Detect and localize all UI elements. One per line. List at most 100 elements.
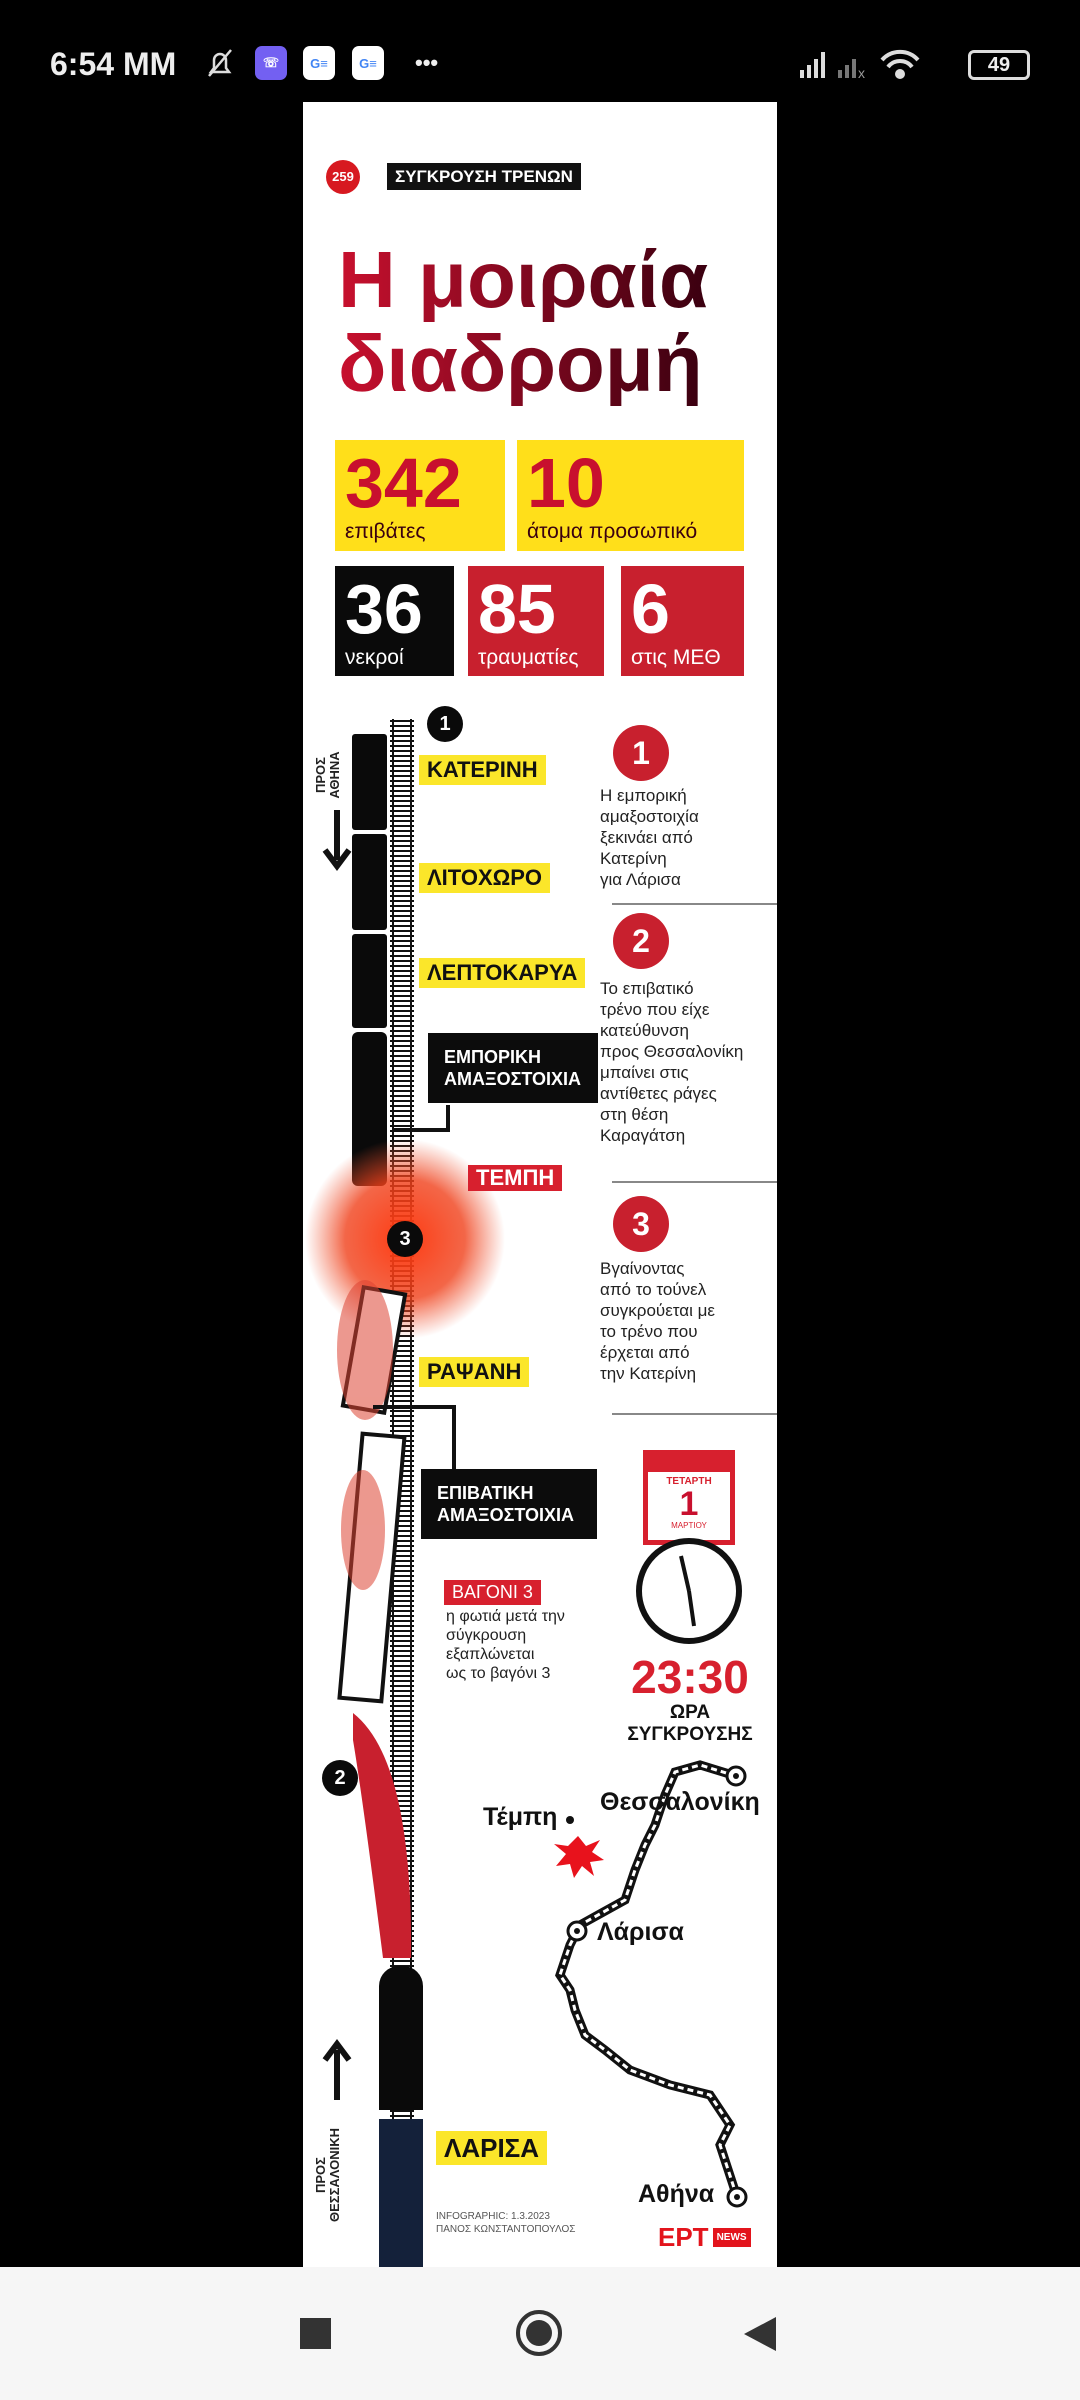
marker-2: 2 (322, 1760, 358, 1796)
stat-label: στις ΜΕΘ (631, 646, 721, 669)
calendar-day: 1 (679, 1485, 699, 1523)
text-line: για Λάρισα (600, 870, 681, 889)
mute-bell-icon (208, 49, 232, 77)
navigation-bar (0, 2267, 1080, 2400)
more-dots-icon: ••• (415, 50, 439, 75)
ert-news-logo: ΕΡΤ NEWS (658, 2222, 751, 2253)
text-line: προς Θεσσαλονίκη (600, 1042, 744, 1061)
text-line: αμαξοστοιχία (600, 807, 699, 826)
station-icon (725, 1765, 747, 1787)
text-line: Το επιβατικό (600, 979, 694, 998)
station-litochoro: ΛΙΤΟΧΩΡΟ (419, 863, 551, 893)
stat-value: 6 (631, 570, 670, 648)
battery-level: 49 (987, 54, 1011, 76)
station-tempi: ΤΕΜΠΗ (468, 1165, 563, 1191)
calendar-weekday: ΤΕΤΑΡΤΗ (666, 1476, 712, 1487)
railway-route (555, 1760, 742, 2199)
arriving-train (379, 1966, 423, 2267)
calendar-month: ΜΑΡΤΙΟΥ (671, 1521, 707, 1530)
station-katerini: ΚΑΤΕΡΙΝΗ (419, 755, 546, 785)
text-line: το τρένο που (600, 1322, 698, 1341)
text-line: ως το βαγόνι 3 (446, 1665, 551, 1682)
home-button[interactable] (516, 2310, 562, 2356)
text-line: έρχεται από (600, 1343, 690, 1362)
freight-connector (393, 1105, 450, 1132)
google-news-icon: G≡ (352, 46, 384, 80)
stat-label: τραυματίες (478, 646, 579, 669)
logo-sub: NEWS (712, 2228, 751, 2247)
status-bar: 6:54 MM ☏ G≡ G≡ ••• x 49 (0, 0, 1080, 100)
svg-text:x: x (858, 65, 865, 80)
headline-line-1: Η μοιραία (338, 235, 709, 324)
text-line: Βγαίνοντας (600, 1259, 685, 1278)
city-thessaloniki: Θεσσαλονίκη (600, 1788, 760, 1816)
step-1-number: 1 (613, 725, 669, 781)
credit-line: ΠΑΝΟΣ ΚΩΝΣΤΑΝΤΟΠΟΥΛΟΣ (436, 2224, 576, 2235)
text-line: ξεκινάει από (600, 828, 693, 847)
stat-label: άτομα προσωπικό (527, 520, 698, 543)
text-line: ΩΡΑ (669, 1702, 711, 1723)
step-2-number: 2 (613, 913, 669, 969)
text-line: αντίθετες ράγες (600, 1084, 717, 1103)
label-line: ΑΜΑΞΟΣΤΟΙΧΙΑ (437, 1505, 575, 1525)
signal-icon (800, 52, 825, 78)
divider (612, 1413, 777, 1415)
text-line: εξαπλώνεται (446, 1646, 535, 1663)
route-map (554, 1760, 748, 2208)
station-icon (566, 1920, 588, 1942)
fire-spread (337, 1280, 393, 1590)
freight-train (352, 734, 387, 1186)
arrow-up-icon (322, 2039, 352, 2100)
credit-line: INFOGRAPHIC: 1.3.2023 (436, 2211, 550, 2222)
headline-line-2: διαδρομή (338, 319, 703, 408)
issue-badge: 259 (326, 160, 360, 194)
stat-value: 85 (478, 570, 556, 648)
text-line: την Κατερίνη (600, 1364, 697, 1383)
station-larisa: ΛΑΡΙΣΑ (436, 2131, 548, 2165)
stat-value: 36 (345, 570, 423, 648)
text-line: η φωτιά μετά την (446, 1608, 565, 1625)
label-line: ΑΜΑΞΟΣΤΟΙΧΙΑ (444, 1069, 582, 1089)
collision-icon (554, 1836, 604, 1878)
direction-athens: ΠΡΟΣ ΑΘΗΝΑ (313, 751, 342, 799)
viber-icon: ☏ (255, 46, 287, 80)
section-tag: ΣΥΓΚΡΟΥΣΗ ΤΡΕΝΩΝ (387, 163, 581, 190)
direction-thessaloniki: ΠΡΟΣ ΘΕΣΣΑΛΟΝΙΚΗ (313, 2128, 342, 2222)
city-larisa: Λάρισα (597, 1918, 684, 1946)
label-line: ΕΠΙΒΑΤΙΚΗ (437, 1483, 534, 1503)
stat-label: επιβάτες (345, 520, 426, 543)
recents-button[interactable] (300, 2318, 331, 2349)
text-line: κατεύθυνση (600, 1021, 689, 1040)
divider (612, 903, 777, 905)
signal-icons: x (800, 49, 920, 80)
wagon-3-tag: ΒΑΓΟΝΙ 3 (444, 1580, 541, 1605)
marker-1: 1 (427, 706, 463, 742)
station-icon (726, 2186, 748, 2208)
battery-icon: 49 (968, 50, 1030, 80)
text-line: Η εμπορική (600, 786, 687, 805)
signal-off-icon: x (838, 59, 865, 80)
passenger-connector (373, 1405, 456, 1469)
google-news-icon: G≡ (303, 46, 335, 80)
text-line: Κατερίνη (600, 849, 667, 868)
text-line: στη θέση (600, 1105, 669, 1124)
switch-wedge (353, 1713, 412, 1958)
step-3-number: 3 (613, 1196, 669, 1252)
collision-time: 23:30 (631, 1651, 749, 1703)
stat-label: νεκροί (345, 646, 404, 669)
back-button[interactable] (744, 2317, 776, 2351)
text-line: μπαίνει στις (600, 1063, 689, 1082)
text-line: ΣΥΓΚΡΟΥΣΗΣ (627, 1724, 753, 1745)
text-line: Καραγάτση (600, 1126, 686, 1145)
